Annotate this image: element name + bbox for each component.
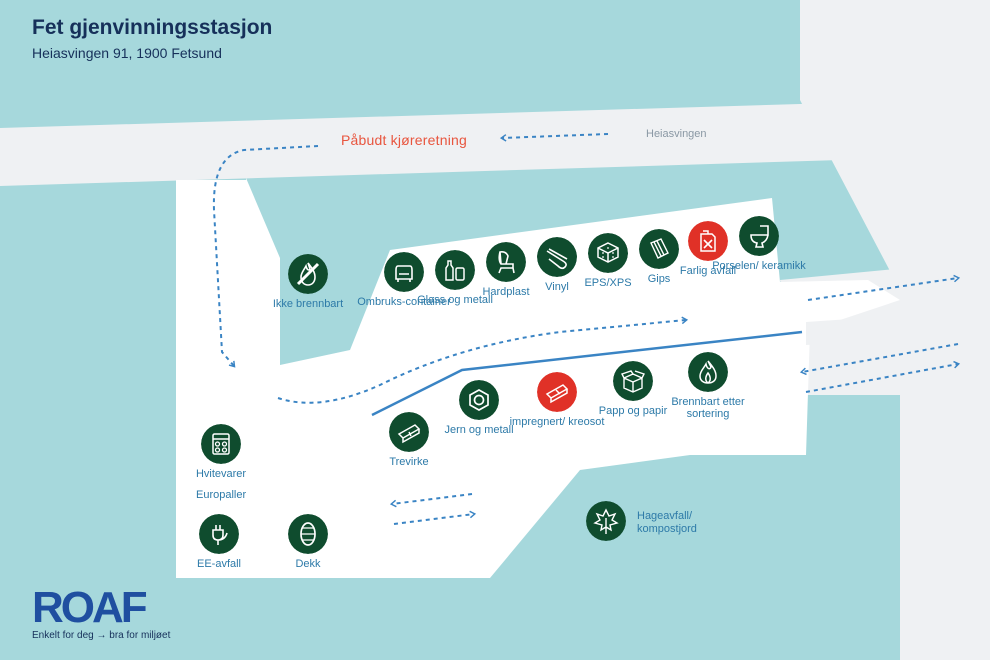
station-label: Glass og metall <box>417 294 493 306</box>
station-brennbart-etter-sortering[interactable]: Brennbart etter sortering <box>653 352 763 420</box>
land-top-right <box>800 0 990 660</box>
station-eps-xps[interactable]: EPS/XPS <box>553 233 663 289</box>
station-label: Vinyl <box>545 281 569 293</box>
recycling-yard <box>176 178 900 578</box>
station-hardplast[interactable]: Hardplast <box>451 242 561 298</box>
station-impregnert-kreosot[interactable]: impregnert/ kreosot <box>502 372 612 428</box>
station-label: impregnert/ kreosot <box>509 416 605 428</box>
parking-strip <box>806 318 865 345</box>
page-title: Fet gjenvinningsstasjon <box>32 16 273 39</box>
station-label: Porselen/ keramikk <box>712 260 806 272</box>
plug-icon <box>199 514 239 554</box>
route-exit-top <box>807 274 961 301</box>
bottle-can-icon <box>435 250 475 290</box>
station-ikke-brennbart[interactable]: Ikke brennbart <box>253 254 363 310</box>
cardboard-box-icon <box>613 361 653 401</box>
station-label: Brennbart etter sortering <box>671 396 745 420</box>
station-label: Papp og papir <box>598 405 668 417</box>
station-label: EE-avfall <box>196 558 242 570</box>
address: Heiasvingen 91, 1900 Fetsund <box>32 45 222 61</box>
tire-icon <box>288 514 328 554</box>
roaf-logo: ROAF Enkelt for deg → bra for miljøet <box>32 583 171 642</box>
toilet-icon <box>739 216 779 256</box>
wood-plank-icon <box>389 412 429 452</box>
europaller-label: Europaller <box>196 489 247 501</box>
station-label: Ombruks-container <box>357 296 451 308</box>
station-ombrukscontainer[interactable]: Ombruks-container <box>349 252 459 308</box>
station-ee-avfall[interactable]: EE-avfall <box>164 514 274 570</box>
left-water-block <box>0 238 118 438</box>
station-porselen-keramikk[interactable]: Porselen/ keramikk <box>704 216 814 272</box>
hazard-canister-icon <box>688 221 728 261</box>
station-jern-og-metall[interactable]: Jern og metall <box>424 380 534 436</box>
station-farlig-avfall[interactable]: Farlig avfall <box>653 221 763 277</box>
road-heiasvingen <box>0 100 905 186</box>
station-trevirke[interactable]: Trevirke <box>354 412 464 468</box>
station-label: Gips <box>647 273 671 285</box>
treated-wood-icon <box>537 372 577 412</box>
route-entry-arrow <box>499 133 609 142</box>
logo-wordmark: ROAF <box>32 583 148 632</box>
flame-icon <box>688 352 728 392</box>
station-hageavfall[interactable] <box>586 501 626 541</box>
station-glass-og-metall[interactable]: Glass og metall <box>400 250 510 306</box>
mandatory-direction-label: Påbudt kjøreretning <box>341 132 467 148</box>
route-exit-low <box>805 360 961 393</box>
barrier-line <box>371 330 803 417</box>
station-label: EPS/XPS <box>584 277 632 289</box>
station-label: Hvitevarer <box>195 468 247 480</box>
nut-icon <box>459 380 499 420</box>
appliance-icon <box>201 424 241 464</box>
route-inner <box>277 316 689 404</box>
station-dekk[interactable]: Dekk <box>253 514 363 570</box>
station-gips[interactable]: Gips <box>604 229 714 285</box>
station-label: Ikke brennbart <box>272 298 344 310</box>
station-papp-og-papir[interactable]: Papp og papir <box>578 361 688 417</box>
station-label: Jern og metall <box>444 424 514 436</box>
route-exit-mid <box>799 343 959 376</box>
station-hvitevarer[interactable]: Hvitevarer <box>166 424 276 480</box>
plasterboard-icon <box>639 229 679 269</box>
station-vinyl[interactable]: Vinyl <box>502 237 612 293</box>
hageavfall-label: Hageavfall/ kompostjord <box>637 510 697 535</box>
station-label: Trevirke <box>389 456 429 468</box>
leaf-icon <box>586 501 626 541</box>
station-label: Dekk <box>295 558 321 570</box>
plastic-chair-icon <box>486 242 526 282</box>
vinyl-roll-icon <box>537 237 577 277</box>
route-lower-right <box>393 510 477 525</box>
styrofoam-icon <box>588 233 628 273</box>
logo-tagline: Enkelt for deg → bra for miljøet <box>32 630 171 641</box>
road-name-label: Heiasvingen <box>646 128 707 140</box>
armchair-icon <box>384 252 424 292</box>
no-burning-icon <box>288 254 328 294</box>
station-label: Hardplast <box>482 286 530 298</box>
route-lower-left <box>389 493 473 508</box>
route-loop <box>212 145 319 368</box>
station-label: Farlig avfall <box>679 265 737 277</box>
